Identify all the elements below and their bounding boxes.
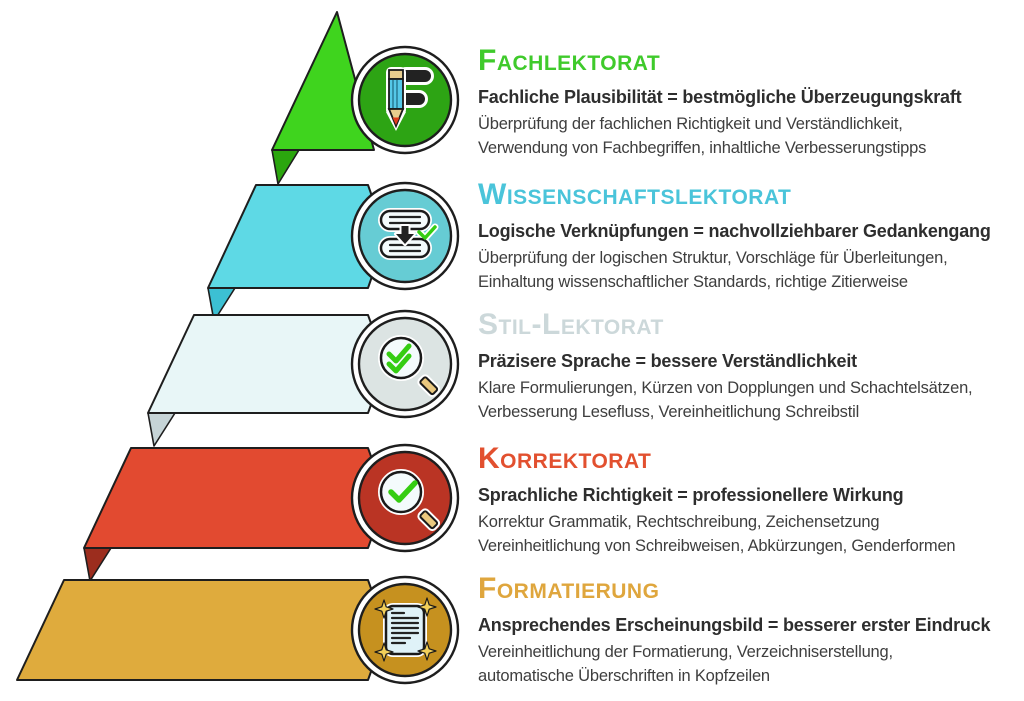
level-desc-line1: Klare Formulierungen, Kürzen von Dopplun… <box>478 379 973 397</box>
level-desc-line1: Vereinheitlichung der Formatierung, Verz… <box>478 643 893 661</box>
level-subtitle: Sprachliche Richtigkeit = professionelle… <box>478 485 904 505</box>
magnifier-handle <box>419 510 439 530</box>
pyramid-segment-korrektorat <box>83 447 387 549</box>
level-desc-line1: Überprüfung der logischen Struktur, Vors… <box>478 249 948 267</box>
level-block-fachlektorat: Fachlektorat Fachliche Plausibilität = b… <box>478 46 1024 160</box>
logic-flow-icon <box>378 208 439 260</box>
level-subtitle: Ansprechendes Erscheinungsbild = bessere… <box>478 615 991 635</box>
magnifier-handle <box>419 376 439 396</box>
pyramid-fold-korrektorat <box>83 547 112 582</box>
level-desc-line2: automatische Überschriften in Kopfzeilen <box>478 667 770 685</box>
level-subtitle: Fachliche Plausibilität = bestmögliche Ü… <box>478 87 962 107</box>
level-title: Fachlektorat <box>478 44 661 77</box>
text-column: Fachlektorat Fachliche Plausibilität = b… <box>478 0 1024 701</box>
level-subtitle: Präzisere Sprache = bessere Verständlich… <box>478 351 857 371</box>
sparkle-document-icon <box>374 597 437 662</box>
checkmark-icon <box>388 480 418 503</box>
magnifier-check-icon <box>378 469 441 532</box>
level-block-formatierung: Formatierung Ansprechendes Erscheinungsb… <box>478 574 1024 688</box>
level-title: Wissenschaftslektorat <box>478 178 792 211</box>
icon-circle-formatierung <box>350 575 460 685</box>
level-subtitle: Logische Verknüpfungen = nachvollziehbar… <box>478 221 991 241</box>
checkmark-icon <box>417 225 437 240</box>
icon-circle-wissenschaftslektorat <box>350 181 460 291</box>
pyramid-segment-stil-lektorat <box>147 314 387 414</box>
icon-circle-korrektorat <box>350 443 460 553</box>
pencil-f-icon <box>386 67 434 131</box>
level-title: Stil-Lektorat <box>478 308 664 341</box>
icon-circle-fachlektorat <box>350 45 460 155</box>
level-desc-line1: Überprüfung der fachlichen Richtigkeit u… <box>478 115 903 133</box>
sparkle-stars <box>374 597 437 662</box>
pyramid-segment-formatierung <box>16 579 387 681</box>
level-block-korrektorat: Korrektorat Sprachliche Richtigkeit = pr… <box>478 444 1024 558</box>
pyramid-fold-fachlektorat <box>271 149 300 185</box>
checkmark-icon <box>386 343 412 364</box>
magnifier-double-check-icon <box>378 335 441 398</box>
level-desc-line2: Vereinheitlichung von Schreibweisen, Abk… <box>478 537 956 555</box>
pyramid-fold-stil-lektorat <box>147 412 176 447</box>
level-desc-line2: Verwendung von Fachbegriffen, inhaltlich… <box>478 139 927 157</box>
level-desc-line2: Verbesserung Lesefluss, Vereinheitlichun… <box>478 403 860 421</box>
level-block-wissenschaftslektorat: Wissenschaftslektorat Logische Verknüpfu… <box>478 180 1024 294</box>
level-desc-line1: Korrektur Grammatik, Rechtschreibung, Ze… <box>478 513 880 531</box>
down-arrow-icon <box>396 226 414 244</box>
magnifier-lens <box>379 470 423 514</box>
level-title: Formatierung <box>478 572 660 605</box>
level-title: Korrektorat <box>478 442 652 475</box>
icon-circle-stil-lektorat <box>350 309 460 419</box>
level-desc-line2: Einhaltung wissenschaftlicher Standards,… <box>478 273 908 291</box>
checkmark-icon <box>386 353 412 374</box>
level-block-stil-lektorat: Stil-Lektorat Präzisere Sprache = besser… <box>478 310 1024 424</box>
